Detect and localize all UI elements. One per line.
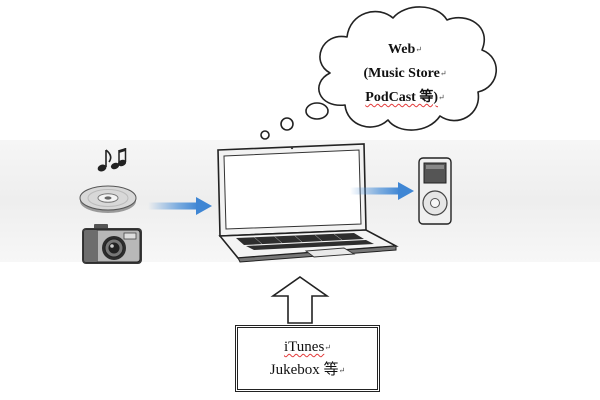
source-software-box: iTunes↵ Jukebox 等↵ [235,325,380,392]
arrow-right-icon [350,182,414,200]
ipod-icon [418,157,452,225]
cd-disc-icon [79,185,137,213]
return-mark: ↵ [324,343,331,352]
cloud-line-podcast: PodCast 等) [365,90,439,105]
laptop-icon [217,143,399,263]
cloud-line-web: Web [388,42,416,57]
return-mark: ↵ [338,366,346,375]
return-mark: ↵ [439,69,447,78]
arrow-right-icon [148,197,212,215]
box-line-jukebox: Jukebox 等 [269,362,339,378]
return-mark: ↵ [438,93,445,102]
cloud-line-music-store: (Music Store [363,66,440,81]
arrow-up-icon [270,276,330,324]
music-note-icon [97,148,127,172]
camera-icon [82,224,142,264]
box-line-itunes: iTunes [283,339,325,355]
cloud-label: Web↵ (Music Store↵ PodCast 等)↵ [350,38,460,110]
return-mark: ↵ [415,45,422,54]
